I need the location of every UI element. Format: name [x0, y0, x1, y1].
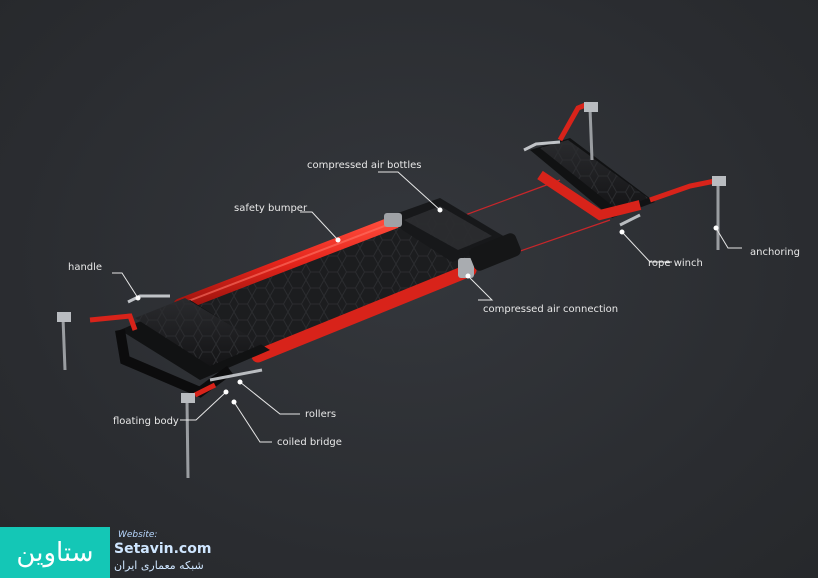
leader-lines: [112, 171, 742, 443]
label-handle: handle: [68, 262, 103, 273]
far-platform: [523, 101, 721, 227]
watermark-website-label: Website:: [118, 530, 158, 540]
label-coiled-bridge: coiled bridge: [277, 437, 342, 448]
label-rope-winch: rope winch: [648, 258, 703, 269]
watermark-subtitle: شبکه معماری ایران: [114, 559, 204, 572]
label-rollers: rollers: [305, 409, 337, 420]
watermark-brand: ستاوین: [0, 527, 110, 578]
label-compressed-air-connection: compressed air connection: [483, 304, 619, 315]
label-safety-bumper: safety bumper: [234, 203, 308, 214]
safety-bumper: [173, 215, 477, 363]
label-compressed-air-bottles: compressed air bottles: [307, 160, 422, 171]
compressed-air-bottles: [384, 198, 521, 278]
label-floating-body: floating body: [113, 416, 179, 427]
watermark: ستاوین Website: Setavin.com شبکه معماری …: [0, 527, 240, 578]
near-platform: [89, 294, 270, 398]
watermark-url[interactable]: Setavin.com: [114, 541, 212, 557]
coiled-bridge-mat: [185, 225, 490, 350]
label-anchoring: anchoring: [750, 247, 800, 258]
anchoring-stakes: [57, 102, 726, 479]
